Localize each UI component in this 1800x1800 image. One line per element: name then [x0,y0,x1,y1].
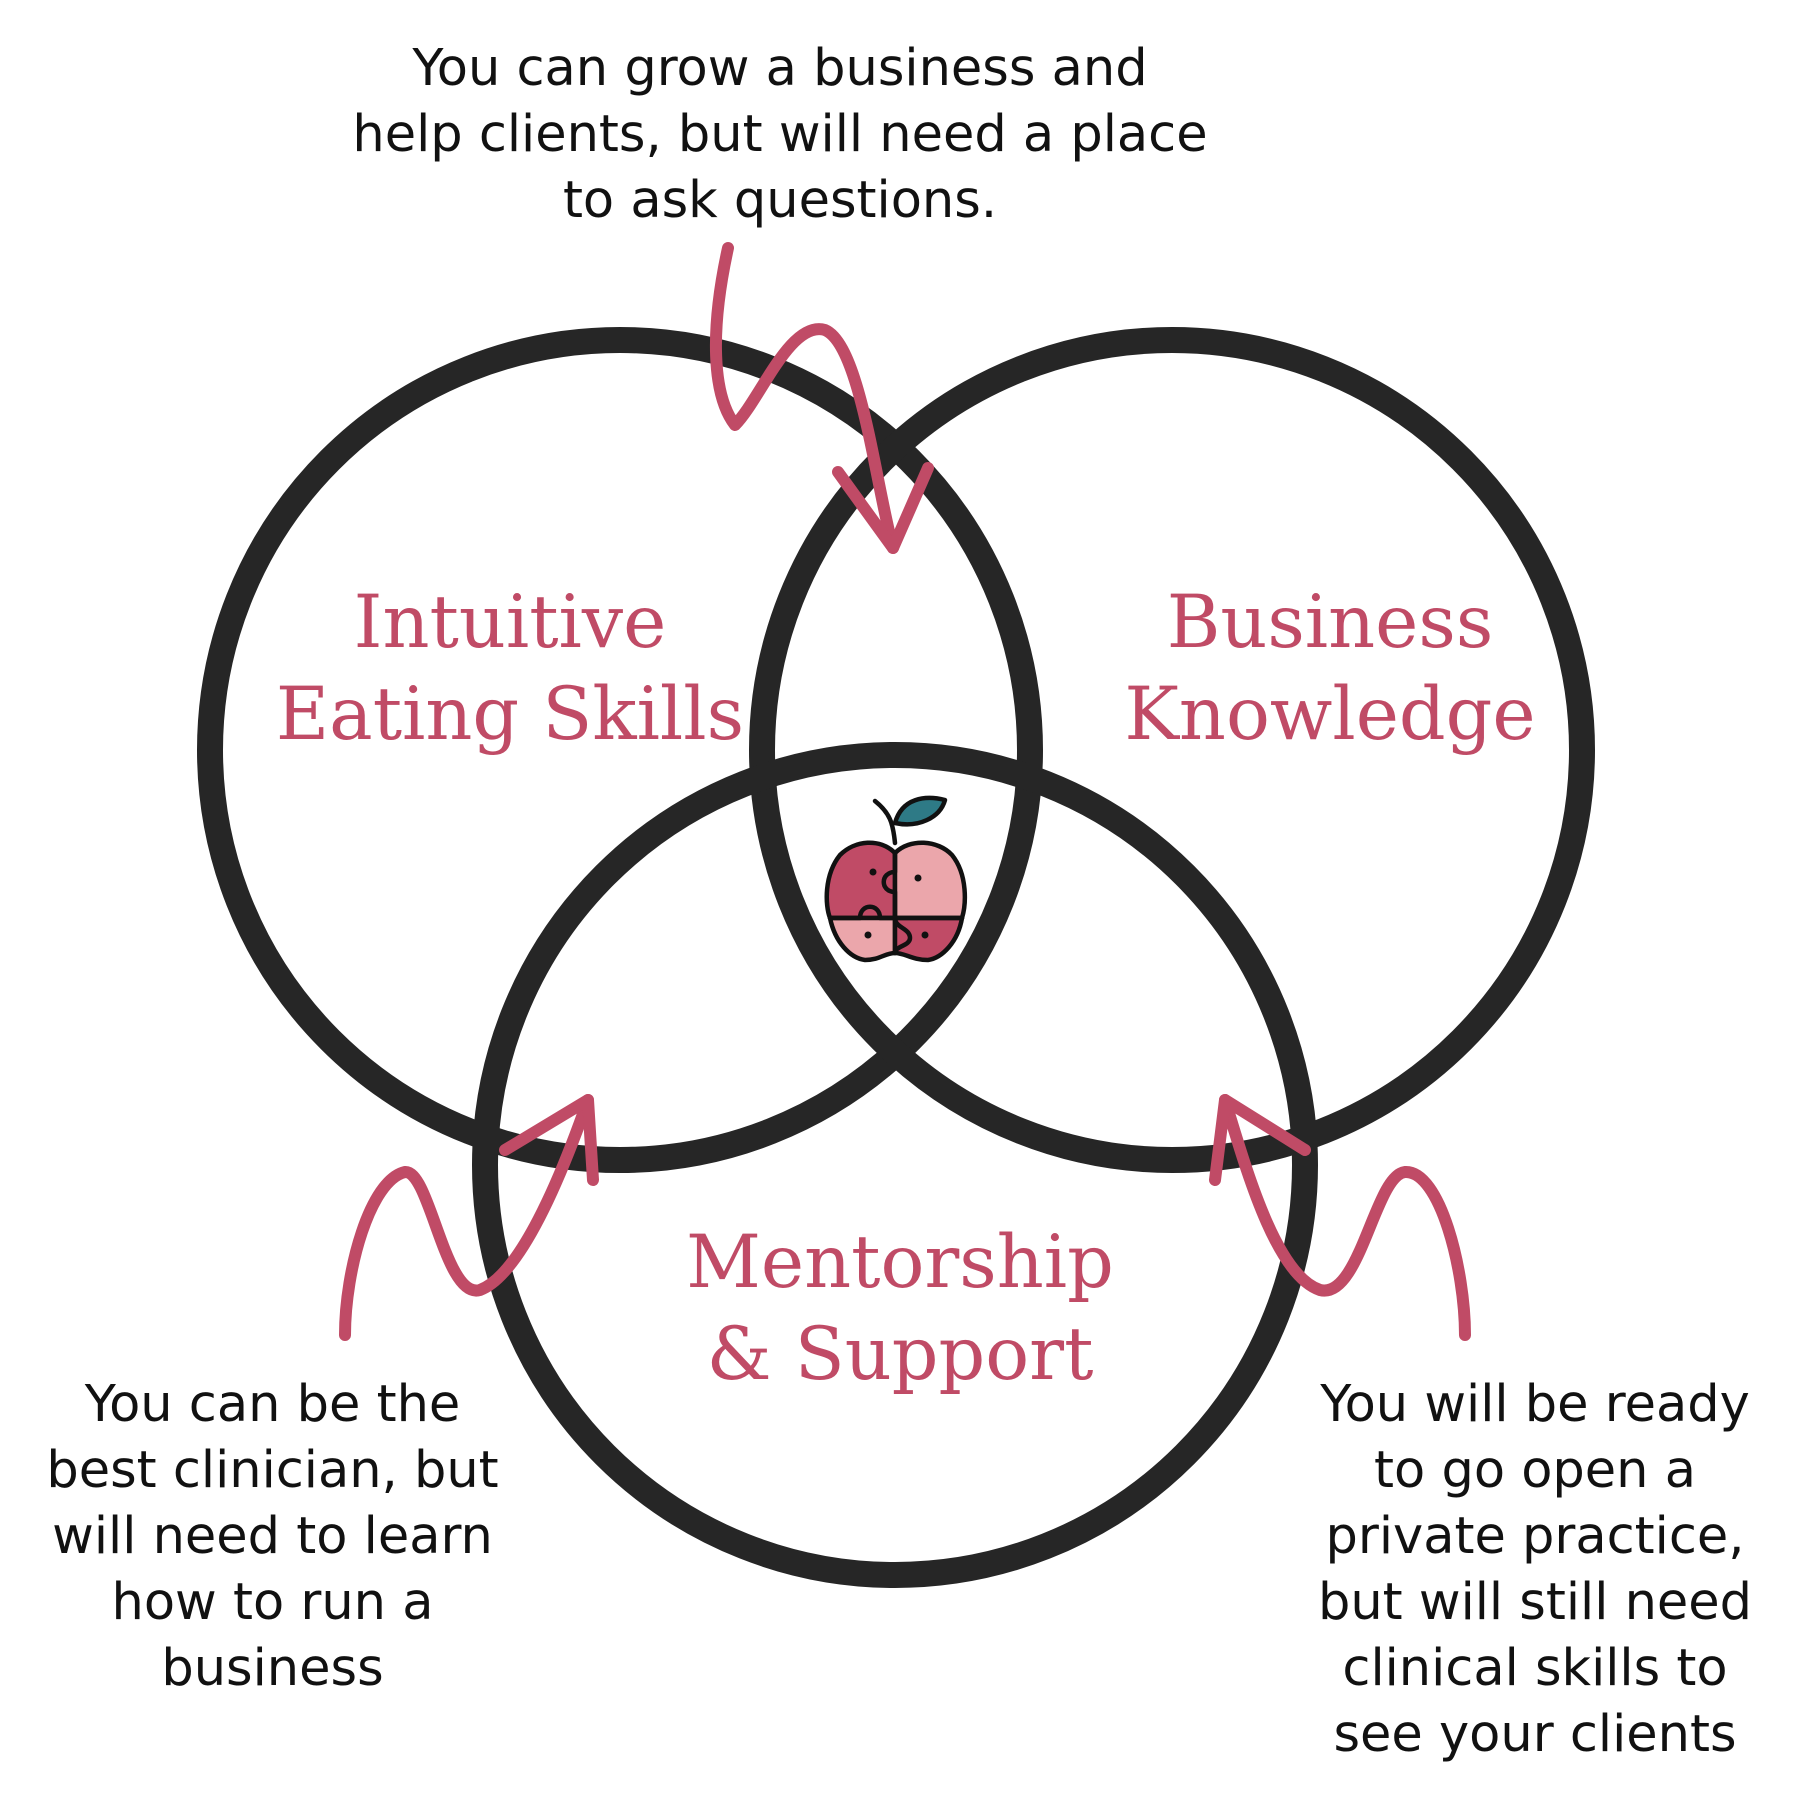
label-line: & Support [706,1312,1094,1397]
apple-bottom-right [892,915,965,963]
apple-stem [872,798,898,846]
label-line: Intuitive [353,580,667,665]
apple-leaf [892,795,948,827]
annotation-line: help clients, but will need a place [352,105,1208,164]
apple-seed-3 [921,931,929,939]
apple-seed-1 [869,868,877,876]
label-line: Mentorship [686,1220,1114,1305]
circle-mentorship-support [472,742,1318,1588]
annotation-line: private practice, [1325,1507,1745,1566]
circle-intuitive-eating [197,327,1043,1173]
arrow-bottom-right [1209,1094,1471,1341]
annotation-line: see your clients [1333,1705,1737,1764]
annotation-line: You will be ready [1320,1375,1750,1434]
annotation-line: to go open a [1374,1441,1696,1500]
circle-business-knowledge [749,327,1595,1173]
annotation-line: will need to learn [52,1507,493,1566]
apple-seed-2 [914,874,922,882]
apple-right-half [892,840,967,921]
annotation-line: You can be the [84,1375,461,1434]
annotation-line: clinical skills to [1342,1639,1728,1698]
label-line: Business [1166,580,1494,665]
apple-bottom-left [827,915,898,963]
puzzle-seam-horizontal [827,904,965,921]
label-line: Knowledge [1124,672,1536,757]
annotation-right: You will be ready to go open a private p… [1275,1372,1795,1768]
arrow-top [709,242,934,554]
annotation-line: but will still need [1317,1573,1753,1632]
puzzle-seam-vertical [881,850,913,956]
apple-left-half [824,840,898,921]
annotation-line: business [161,1639,384,1698]
annotation-line: how to run a [111,1573,434,1632]
label-mentorship-support: Mentorship & Support [640,1217,1160,1401]
apple-puzzle-icon [824,795,967,963]
apple-seed-4 [864,931,872,939]
annotation-left: You can be the best clinician, but will … [10,1372,535,1702]
annotation-line: best clinician, but [46,1441,499,1500]
arrow-bottom-left [339,1094,599,1341]
annotation-line: to ask questions. [562,171,998,230]
annotation-top: You can grow a business and help clients… [290,36,1270,234]
label-line: Eating Skills [275,672,745,757]
label-intuitive-eating-skills: Intuitive Eating Skills [250,577,770,761]
label-business-knowledge: Business Knowledge [1070,577,1590,761]
annotation-line: You can grow a business and [412,39,1148,98]
